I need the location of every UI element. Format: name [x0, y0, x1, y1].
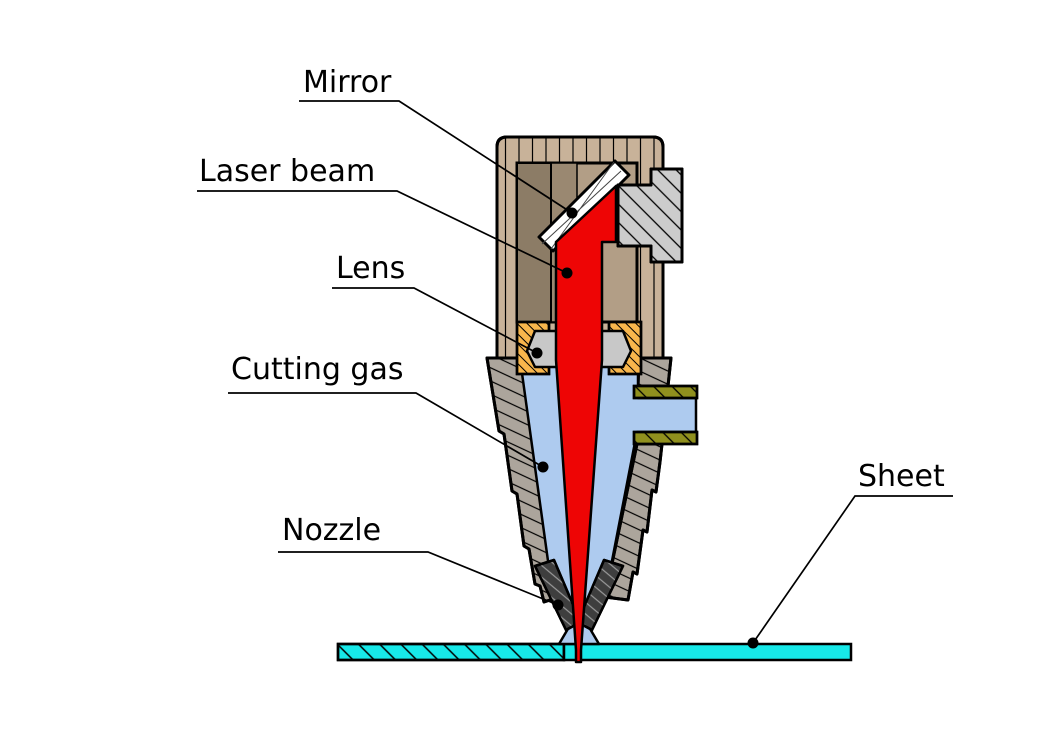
- lens-leader-line: [332, 287, 538, 354]
- nozzle-leader-dot: [552, 599, 564, 611]
- mirror-leader-line: [299, 100, 573, 214]
- nozzle-leader-line: [278, 551, 559, 606]
- laser-beam-leader-dot: [561, 267, 573, 279]
- lens-label: Lens: [336, 251, 405, 286]
- leader-dots: [531, 207, 759, 649]
- gas-inlet-fitting-bottom: [632, 430, 699, 446]
- leader-lines: [197, 100, 953, 644]
- lens-leader-dot: [531, 347, 543, 359]
- cutting-gas-leader-dot: [537, 461, 549, 473]
- mirror-leader-dot: [566, 207, 578, 219]
- wall-right-upper: [636, 356, 673, 388]
- sheet-label: Sheet: [858, 459, 945, 494]
- sheet-leader-dot: [747, 637, 759, 649]
- laser-beam-label: Laser beam: [199, 154, 375, 189]
- cutting-gas-label: Cutting gas: [231, 352, 403, 387]
- sheet-uncut: [562, 642, 853, 662]
- mirror-glass: [537, 159, 631, 253]
- sheet-cut-section: [336, 642, 566, 662]
- nozzle-label: Nozzle: [282, 513, 381, 548]
- laser-beam-leader-line: [197, 190, 568, 274]
- gas-inlet-fitting-top: [632, 384, 699, 400]
- cutting-gas-leader-line: [228, 392, 544, 468]
- sheet-leader-line: [752, 495, 953, 644]
- mirror-label: Mirror: [303, 65, 392, 100]
